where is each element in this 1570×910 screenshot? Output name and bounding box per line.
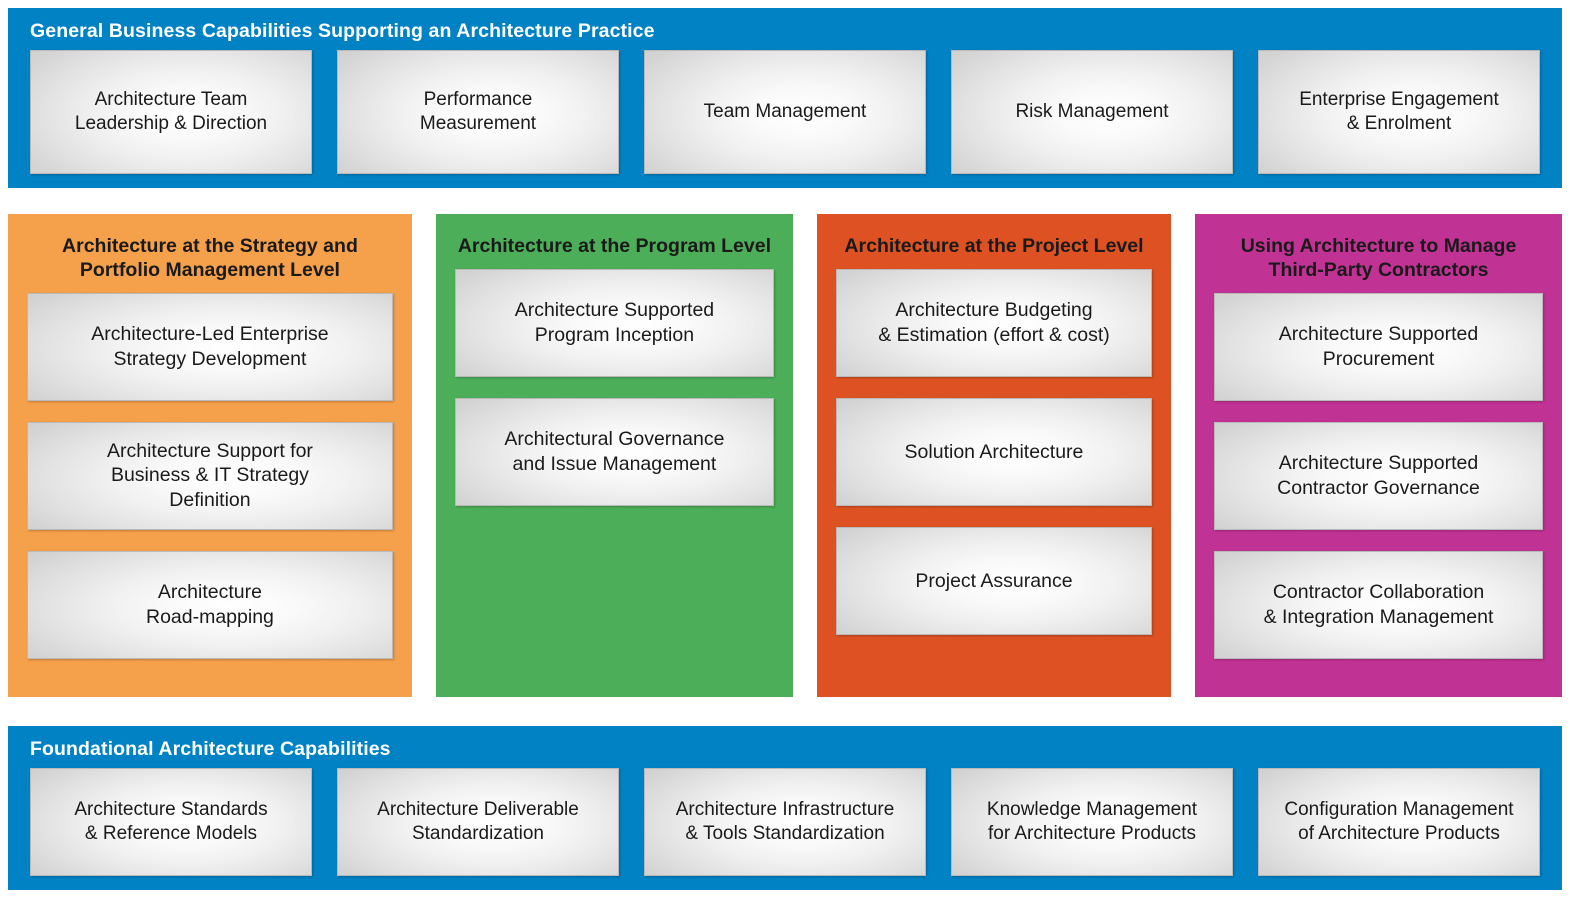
capability-card-architecture-supported-contractor-governance[interactable]: Architecture Supported Contractor Govern…	[1214, 421, 1544, 530]
capability-card-architecture-support-business-it-strategy[interactable]: Architecture Support for Business & IT S…	[27, 421, 393, 530]
capability-card-configuration-management-architecture-products[interactable]: Configuration Management of Architecture…	[1258, 768, 1540, 876]
capability-card-architecture-supported-program-inception[interactable]: Architecture Supported Program Inception	[454, 268, 774, 377]
column-cards-strategy: Architecture-Led Enterprise Strategy Dev…	[27, 292, 393, 659]
capability-card-architecture-road-mapping[interactable]: Architecture Road-mapping	[27, 550, 393, 659]
capability-card-label: Architecture Team Leadership & Direction	[74, 89, 268, 135]
capability-card-risk-management[interactable]: Risk Management	[951, 50, 1233, 174]
capability-card-label: Solution Architecture	[904, 440, 1084, 463]
general-business-capabilities-banner: General Business Capabilities Supporting…	[8, 8, 1562, 188]
capability-card-label: Architecture Budgeting & Estimation (eff…	[878, 299, 1110, 346]
capability-card-architecture-budgeting-estimation[interactable]: Architecture Budgeting & Estimation (eff…	[835, 268, 1152, 377]
capability-card-label: Architectural Governance and Issue Manag…	[504, 428, 725, 475]
capability-card-enterprise-engagement[interactable]: Enterprise Engagement & Enrolment	[1258, 50, 1540, 174]
general-business-capabilities-title: General Business Capabilities Supporting…	[30, 20, 655, 42]
capability-card-label: Contractor Collaboration & Integration M…	[1263, 581, 1494, 628]
capability-card-architecture-infrastructure-tools-standardization[interactable]: Architecture Infrastructure & Tools Stan…	[644, 768, 926, 876]
capability-card-label: Risk Management	[1015, 101, 1169, 123]
capability-card-architectural-governance-issue-management[interactable]: Architectural Governance and Issue Manag…	[454, 397, 774, 506]
capability-card-label: Architecture-Led Enterprise Strategy Dev…	[91, 323, 329, 370]
capability-card-contractor-collaboration-integration[interactable]: Contractor Collaboration & Integration M…	[1214, 550, 1544, 659]
capability-card-architecture-team-leadership[interactable]: Architecture Team Leadership & Direction	[30, 50, 312, 174]
column-cards-project: Architecture Budgeting & Estimation (eff…	[835, 268, 1152, 635]
column-program-level: Architecture at the Program Level Archit…	[435, 214, 793, 697]
architecture-level-columns: Architecture at the Strategy and Portfol…	[8, 214, 1563, 697]
capability-card-label: Team Management	[703, 101, 867, 123]
column-third-party-contractors: Using Architecture to Manage Third-Party…	[1195, 214, 1563, 697]
capability-card-label: Architecture Supported Contractor Govern…	[1277, 452, 1480, 499]
general-business-capabilities-card-row: Architecture Team Leadership & Direction…	[30, 50, 1540, 174]
capability-card-label: Architecture Supported Procurement	[1278, 323, 1479, 370]
capability-card-architecture-led-enterprise-strategy[interactable]: Architecture-Led Enterprise Strategy Dev…	[27, 292, 393, 401]
capability-card-architecture-standards-reference-models[interactable]: Architecture Standards & Reference Model…	[30, 768, 312, 876]
column-title-project: Architecture at the Project Level	[844, 235, 1144, 257]
column-title-program: Architecture at the Program Level	[457, 235, 772, 257]
capability-card-performance-measurement[interactable]: Performance Measurement	[337, 50, 619, 174]
capability-card-label: Architecture Standards & Reference Model…	[74, 799, 268, 845]
foundational-architecture-capabilities-title: Foundational Architecture Capabilities	[30, 738, 391, 760]
capability-card-architecture-deliverable-standardization[interactable]: Architecture Deliverable Standardization	[337, 768, 619, 876]
capability-card-label: Knowledge Management for Architecture Pr…	[986, 799, 1198, 845]
foundational-architecture-capabilities-banner: Foundational Architecture Capabilities A…	[8, 726, 1562, 890]
column-cards-contractors: Architecture Supported Procurement Archi…	[1214, 292, 1544, 659]
capability-card-label: Architecture Deliverable Standardization	[377, 799, 579, 845]
capability-card-team-management[interactable]: Team Management	[644, 50, 926, 174]
column-title-contractors: Using Architecture to Manage Third-Party…	[1240, 235, 1517, 281]
column-strategy-portfolio-management: Architecture at the Strategy and Portfol…	[8, 214, 412, 697]
capability-card-label: Performance Measurement	[419, 89, 537, 135]
capability-card-label: Architecture Support for Business & IT S…	[106, 440, 313, 511]
capability-card-label: Architecture Road-mapping	[145, 581, 274, 628]
capability-card-label: Architecture Infrastructure & Tools Stan…	[675, 799, 895, 845]
capability-card-label: Configuration Management of Architecture…	[1284, 799, 1514, 845]
column-project-level: Architecture at the Project Level Archit…	[816, 214, 1171, 697]
capability-card-architecture-supported-procurement[interactable]: Architecture Supported Procurement	[1214, 292, 1544, 401]
foundational-architecture-capabilities-card-row: Architecture Standards & Reference Model…	[30, 768, 1540, 876]
capability-card-label: Project Assurance	[915, 569, 1073, 592]
capability-card-project-assurance[interactable]: Project Assurance	[835, 526, 1152, 635]
capability-card-knowledge-management-architecture-products[interactable]: Knowledge Management for Architecture Pr…	[951, 768, 1233, 876]
capability-card-label: Enterprise Engagement & Enrolment	[1299, 89, 1499, 135]
column-title-strategy: Architecture at the Strategy and Portfol…	[62, 235, 358, 281]
capability-card-label: Architecture Supported Program Inception	[514, 299, 715, 346]
column-cards-program: Architecture Supported Program Inception…	[454, 268, 774, 506]
capability-card-solution-architecture[interactable]: Solution Architecture	[835, 397, 1152, 506]
